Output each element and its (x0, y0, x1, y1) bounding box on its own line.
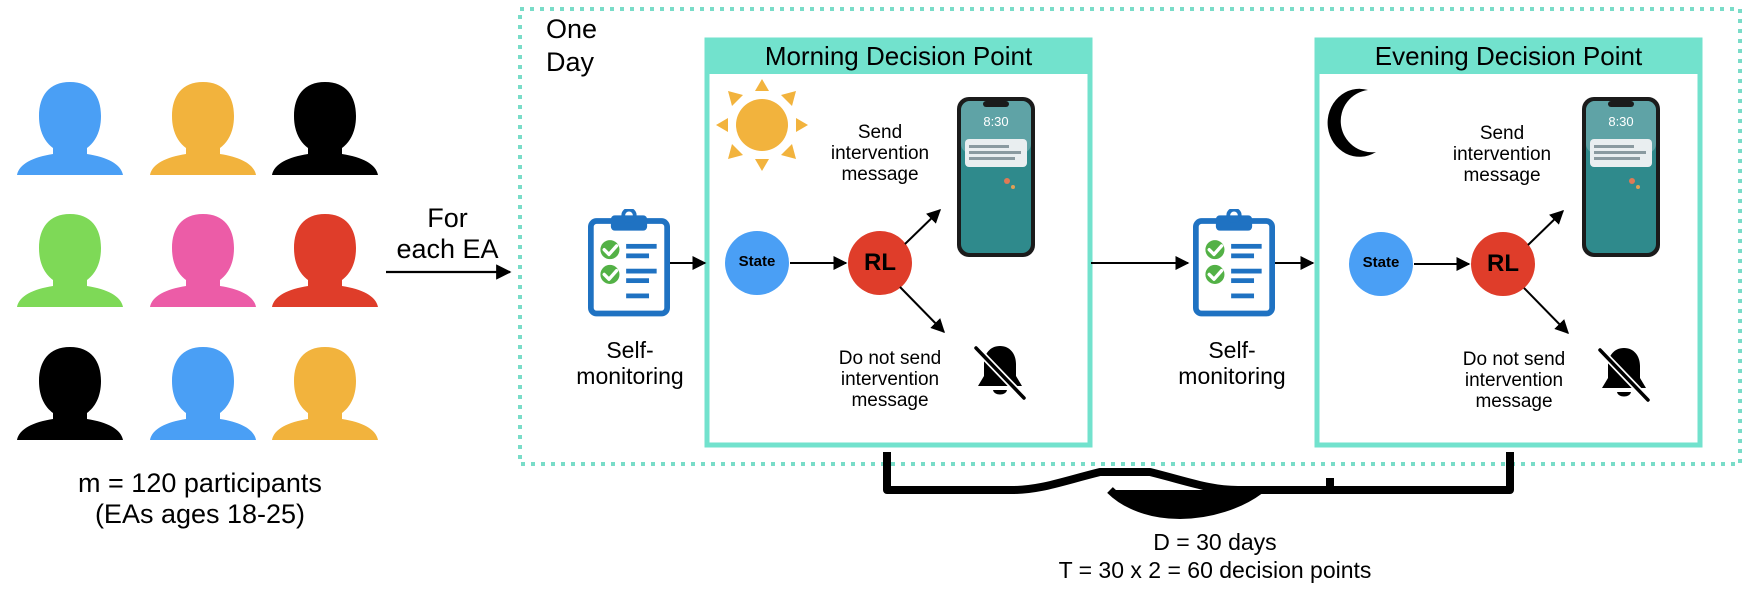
moon-icon (1327, 88, 1376, 157)
phone-icon (957, 97, 1035, 257)
phone-icon (1582, 97, 1660, 257)
flow-arrows (670, 209, 1569, 335)
one-day-frame (518, 7, 1742, 466)
days-brace (883, 452, 1514, 520)
morning-state-node (725, 231, 789, 295)
person-icon (272, 82, 378, 175)
evening-state-node (1349, 232, 1413, 296)
clipboard-icon (1196, 210, 1272, 314)
clipboard-icon (591, 210, 667, 314)
person-icon (17, 82, 123, 175)
evening-rl-node (1471, 232, 1535, 296)
person-icon (150, 347, 256, 440)
person-icon (150, 82, 256, 175)
person-icon (150, 214, 256, 307)
participants-grid (17, 82, 378, 440)
person-icon (17, 347, 123, 440)
person-icon (272, 214, 378, 307)
sun-icon (716, 79, 808, 171)
morning-rl-node (848, 231, 912, 295)
person-icon (272, 347, 378, 440)
person-icon (17, 214, 123, 307)
